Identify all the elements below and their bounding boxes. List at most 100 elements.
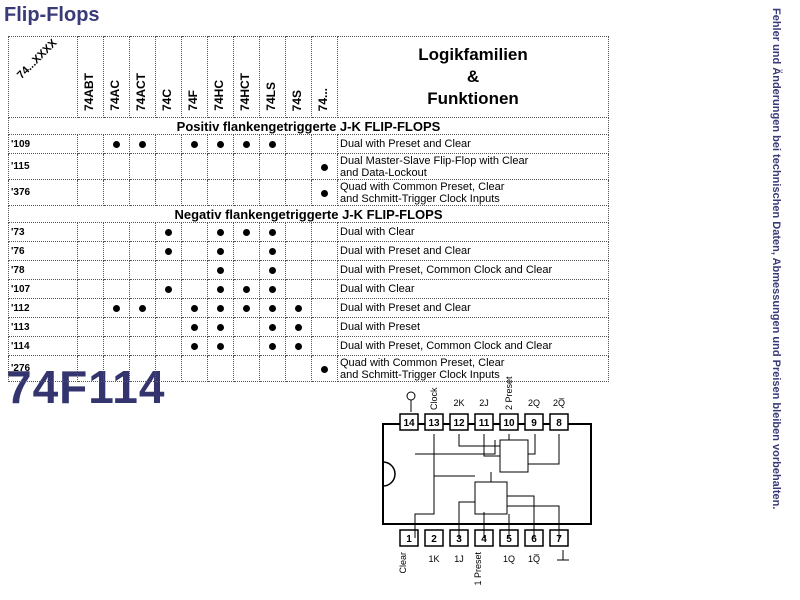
function-description: Dual with Preset — [337, 317, 609, 337]
availability-cell — [311, 336, 338, 356]
family-label: 74ACT — [134, 72, 148, 111]
description-line: and Schmitt-Trigger Clock Inputs — [340, 368, 500, 381]
availability-cell — [233, 153, 260, 180]
availability-cell — [155, 241, 182, 261]
availability-cell — [207, 222, 234, 242]
device-number: '78 — [8, 260, 78, 280]
availability-dot-icon — [243, 229, 250, 236]
availability-cell — [181, 241, 208, 261]
function-description: Dual with Clear — [337, 222, 609, 242]
availability-cell — [207, 134, 234, 154]
family-label: 74F — [186, 90, 200, 111]
pin-number: 11 — [479, 418, 490, 429]
availability-cell — [181, 222, 208, 242]
availability-cell — [129, 153, 156, 180]
availability-cell — [103, 134, 130, 154]
availability-dot-icon — [139, 305, 146, 312]
description-line: Quad with Common Preset, Clear — [340, 180, 505, 193]
availability-cell — [285, 260, 312, 280]
pin-label: 2J — [479, 398, 489, 408]
pin-number: 12 — [453, 418, 465, 429]
availability-cell — [311, 355, 338, 382]
availability-cell — [77, 134, 104, 154]
availability-dot-icon — [165, 286, 172, 293]
description-line: and Schmitt-Trigger Clock Inputs — [340, 192, 500, 205]
device-number: '115 — [8, 153, 78, 180]
availability-cell — [285, 298, 312, 318]
device-number: '76 — [8, 241, 78, 261]
pin-number: 4 — [481, 534, 487, 545]
device-number: '376 — [8, 179, 78, 206]
family-column-header: 74LS — [259, 36, 286, 118]
pin-13: 13 — [424, 413, 444, 431]
pin-label: 1 Preset — [473, 552, 483, 586]
availability-cell — [207, 336, 234, 356]
availability-cell — [103, 317, 130, 337]
availability-dot-icon — [217, 229, 224, 236]
description-line: Dual Master-Slave Flip-Flop with Clear — [340, 154, 529, 167]
description-line: Dual with Preset and Clear — [340, 138, 471, 150]
availability-dot-icon — [191, 343, 198, 350]
pin-number: 8 — [556, 418, 562, 429]
availability-dot-icon — [217, 286, 224, 293]
family-column-header: 74AC — [103, 36, 130, 118]
availability-dot-icon — [217, 305, 224, 312]
availability-cell — [259, 222, 286, 242]
availability-dot-icon — [165, 248, 172, 255]
availability-cell — [77, 260, 104, 280]
family-label: 74S — [290, 89, 304, 111]
availability-cell — [311, 153, 338, 180]
availability-dot-icon — [191, 324, 198, 331]
availability-cell — [155, 260, 182, 280]
availability-cell — [103, 241, 130, 261]
availability-cell — [155, 153, 182, 180]
side-note: Fehler und Änderungen bei technischen Da… — [770, 8, 790, 593]
availability-dot-icon — [295, 324, 302, 331]
family-label: 74... — [316, 87, 330, 111]
availability-dot-icon — [139, 141, 146, 148]
availability-cell — [311, 222, 338, 242]
availability-cell — [207, 153, 234, 180]
section-header-row: Negativ flankengetriggerte J-K FLIP-FLOP… — [8, 205, 609, 223]
section-title: Positiv flankengetriggerte J-K FLIP-FLOP… — [8, 117, 609, 135]
section-title: Negativ flankengetriggerte J-K FLIP-FLOP… — [8, 205, 609, 223]
availability-cell — [155, 222, 182, 242]
availability-cell — [285, 336, 312, 356]
heading-line: Logikfamilien — [418, 45, 528, 64]
availability-cell — [207, 298, 234, 318]
availability-dot-icon — [269, 267, 276, 274]
pin-1: 1 — [399, 529, 419, 547]
availability-cell — [155, 336, 182, 356]
availability-cell — [129, 179, 156, 206]
pin-label: 2K — [453, 398, 464, 408]
availability-cell — [233, 317, 260, 337]
availability-cell — [285, 355, 312, 382]
availability-cell — [155, 298, 182, 318]
availability-cell — [259, 134, 286, 154]
availability-dot-icon — [243, 286, 250, 293]
availability-cell — [233, 134, 260, 154]
availability-cell — [103, 355, 130, 382]
chip-notch — [382, 461, 396, 487]
availability-cell — [77, 153, 104, 180]
availability-cell — [129, 241, 156, 261]
family-column-header: 74S — [285, 36, 312, 118]
pin-number: 3 — [456, 534, 462, 545]
family-column-header: 74ABT — [77, 36, 104, 118]
availability-cell — [77, 279, 104, 299]
table-heading: Logikfamilien & Funktionen — [337, 36, 609, 118]
function-description: Dual with Preset and Clear — [337, 241, 609, 261]
availability-cell — [129, 260, 156, 280]
availability-dot-icon — [191, 305, 198, 312]
availability-cell — [103, 260, 130, 280]
availability-dot-icon — [269, 248, 276, 255]
family-column-header: 74HC — [207, 36, 234, 118]
availability-dot-icon — [113, 141, 120, 148]
